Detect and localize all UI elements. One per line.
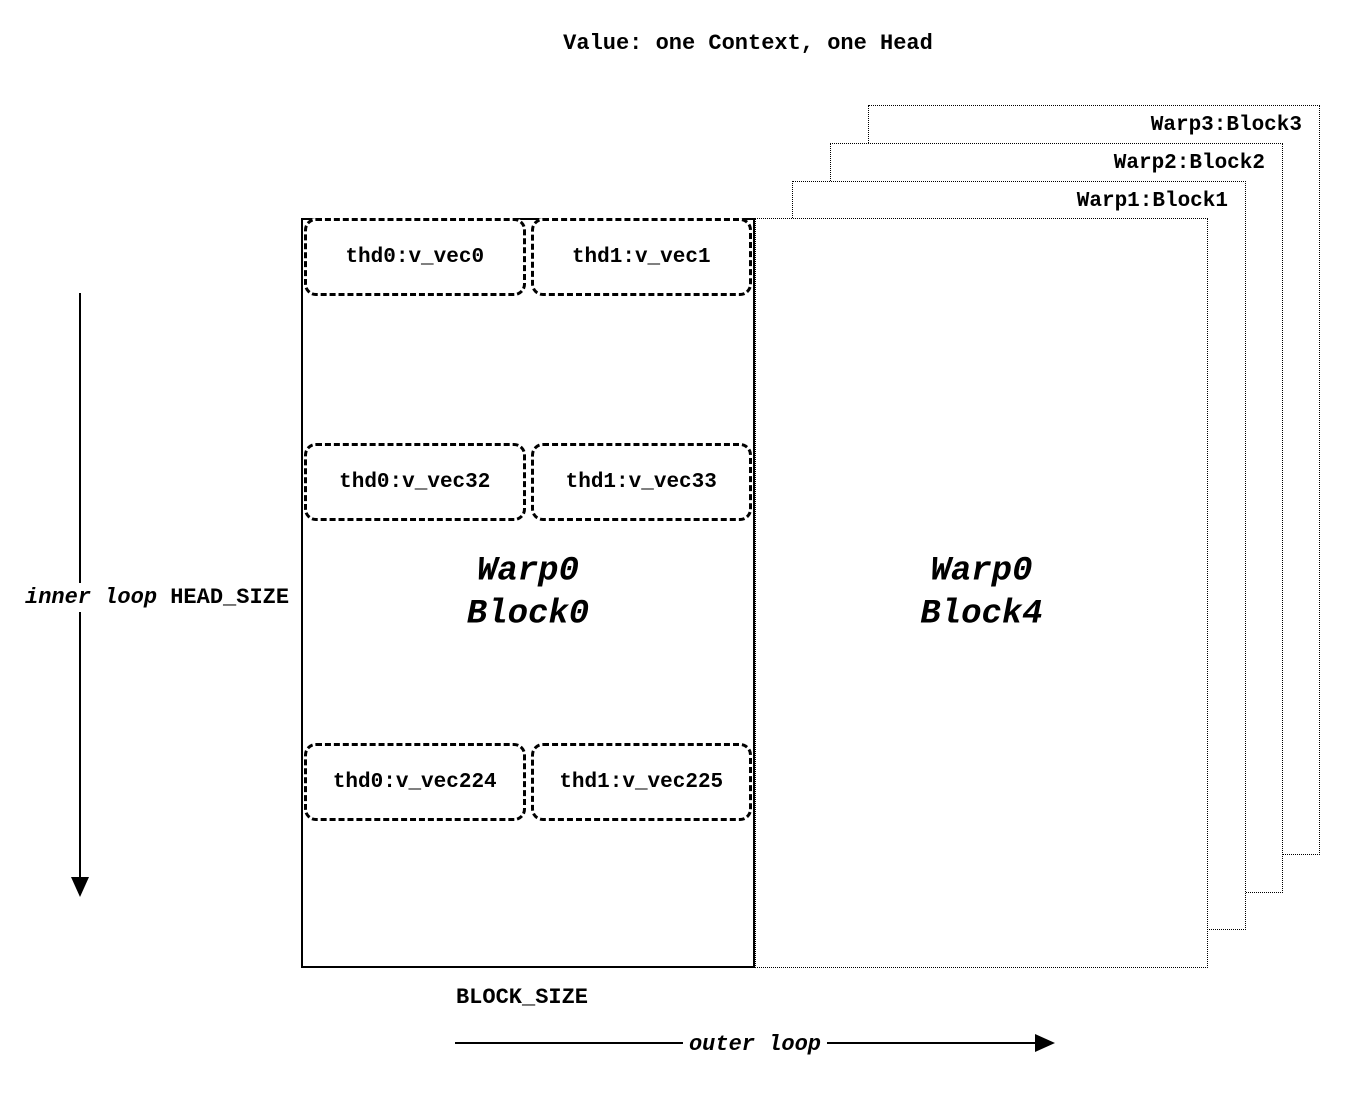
warp0-block0-label-line1: Warp0 bbox=[476, 552, 580, 591]
thread-cell-label: thd1:v_vec1 bbox=[571, 245, 711, 269]
thread-cell-label: thd0:v_vec0 bbox=[345, 245, 485, 269]
thread-cell-thd0-vvec0: thd0:v_vec0 bbox=[304, 218, 526, 296]
thread-cell-thd1-vvec33: thd1:v_vec33 bbox=[530, 443, 752, 521]
warp0-block0-label: Warp0 Block0 bbox=[467, 551, 589, 636]
inner-loop-label: inner loop bbox=[25, 585, 158, 610]
head-size-label: HEAD_SIZE bbox=[170, 585, 290, 610]
warp3-block3-label: Warp3:Block3 bbox=[1150, 114, 1302, 137]
inner-loop-axis-label: inner loop HEAD_SIZE bbox=[22, 583, 293, 612]
warp0-block0-box: thd0:v_vec0 thd1:v_vec1 thd0:v_vec32 thd… bbox=[301, 218, 755, 968]
warp0-block4-box: Warp0 Block4 bbox=[755, 218, 1208, 968]
thread-row-1: thd0:v_vec32 thd1:v_vec33 bbox=[304, 443, 752, 521]
block-size-label: BLOCK_SIZE bbox=[455, 985, 589, 1010]
thread-cell-label: thd1:v_vec33 bbox=[565, 470, 717, 494]
warp0-block4-label-line2: Block4 bbox=[920, 595, 1043, 633]
warp0-block4-label: Warp0 Block4 bbox=[920, 551, 1042, 636]
thread-cell-thd0-vvec224: thd0:v_vec224 bbox=[304, 743, 526, 821]
outer-loop-arrowhead-icon bbox=[1035, 1034, 1055, 1052]
thread-row-0: thd0:v_vec0 thd1:v_vec1 bbox=[304, 218, 752, 296]
warp0-block4-label-line1: Warp0 bbox=[930, 552, 1033, 591]
warp0-block0-label-line2: Block0 bbox=[466, 595, 590, 633]
inner-loop-arrowhead-icon bbox=[71, 877, 89, 897]
thread-cell-label: thd0:v_vec32 bbox=[339, 470, 491, 494]
outer-loop-label: outer loop bbox=[682, 1032, 828, 1057]
diagram-title: Value: one Context, one Head bbox=[563, 31, 933, 56]
warp1-block1-label: Warp1:Block1 bbox=[1076, 190, 1228, 213]
thread-row-2: thd0:v_vec224 thd1:v_vec225 bbox=[304, 743, 752, 821]
thread-cell-thd1-vvec1: thd1:v_vec1 bbox=[530, 218, 752, 296]
thread-cell-label: thd1:v_vec225 bbox=[559, 770, 724, 794]
warp2-block2-label: Warp2:Block2 bbox=[1113, 152, 1265, 175]
thread-cell-thd0-vvec32: thd0:v_vec32 bbox=[304, 443, 526, 521]
thread-cell-thd1-vvec225: thd1:v_vec225 bbox=[530, 743, 752, 821]
thread-cell-label: thd0:v_vec224 bbox=[332, 770, 497, 794]
